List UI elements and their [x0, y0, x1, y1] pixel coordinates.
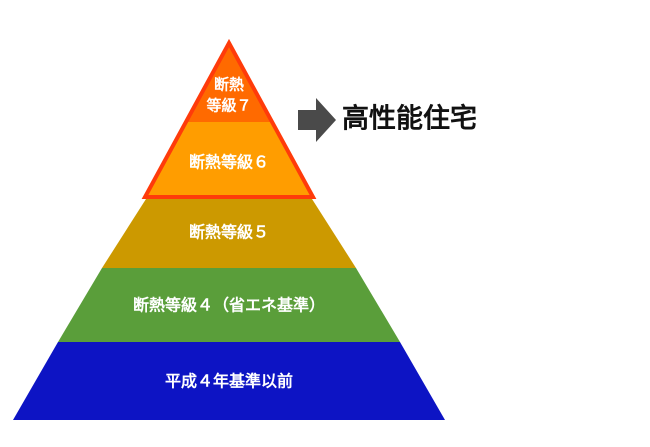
tier-grade-6-shape — [147, 122, 311, 196]
tier-grade-5-shape — [102, 199, 356, 268]
tier-grade-7-label-line-1: 断熱 — [214, 76, 244, 94]
tier-grade-6-label: 断熱等級６ — [189, 153, 269, 172]
tier-grade-7-shape — [187, 45, 271, 122]
tier-grade-4-label: 断熱等級４（省エネ基準） — [133, 296, 325, 315]
tier-grade-6: 断熱等級６ — [147, 122, 311, 196]
tier-grade-4: 断熱等級４（省エネ基準） — [58, 268, 400, 342]
tier-pre-h4: 平成４年基準以前 — [13, 342, 445, 420]
high-performance-highlight-outline — [141, 38, 317, 199]
right-arrow-icon — [298, 98, 336, 142]
callout: 高性能住宅 — [298, 98, 477, 142]
tier-grade-7: 断熱 等級７ — [187, 45, 271, 122]
tier-grade-5-label: 断熱等級５ — [189, 223, 269, 242]
tier-pre-h4-label: 平成４年基準以前 — [165, 372, 293, 391]
tier-grade-4-shape — [58, 268, 400, 342]
tier-pre-h4-shape — [13, 342, 445, 420]
tier-grade-5: 断熱等級５ — [102, 199, 356, 268]
tier-grade-7-label-line-2: 等級７ — [206, 97, 251, 115]
callout-label: 高性能住宅 — [342, 103, 477, 135]
